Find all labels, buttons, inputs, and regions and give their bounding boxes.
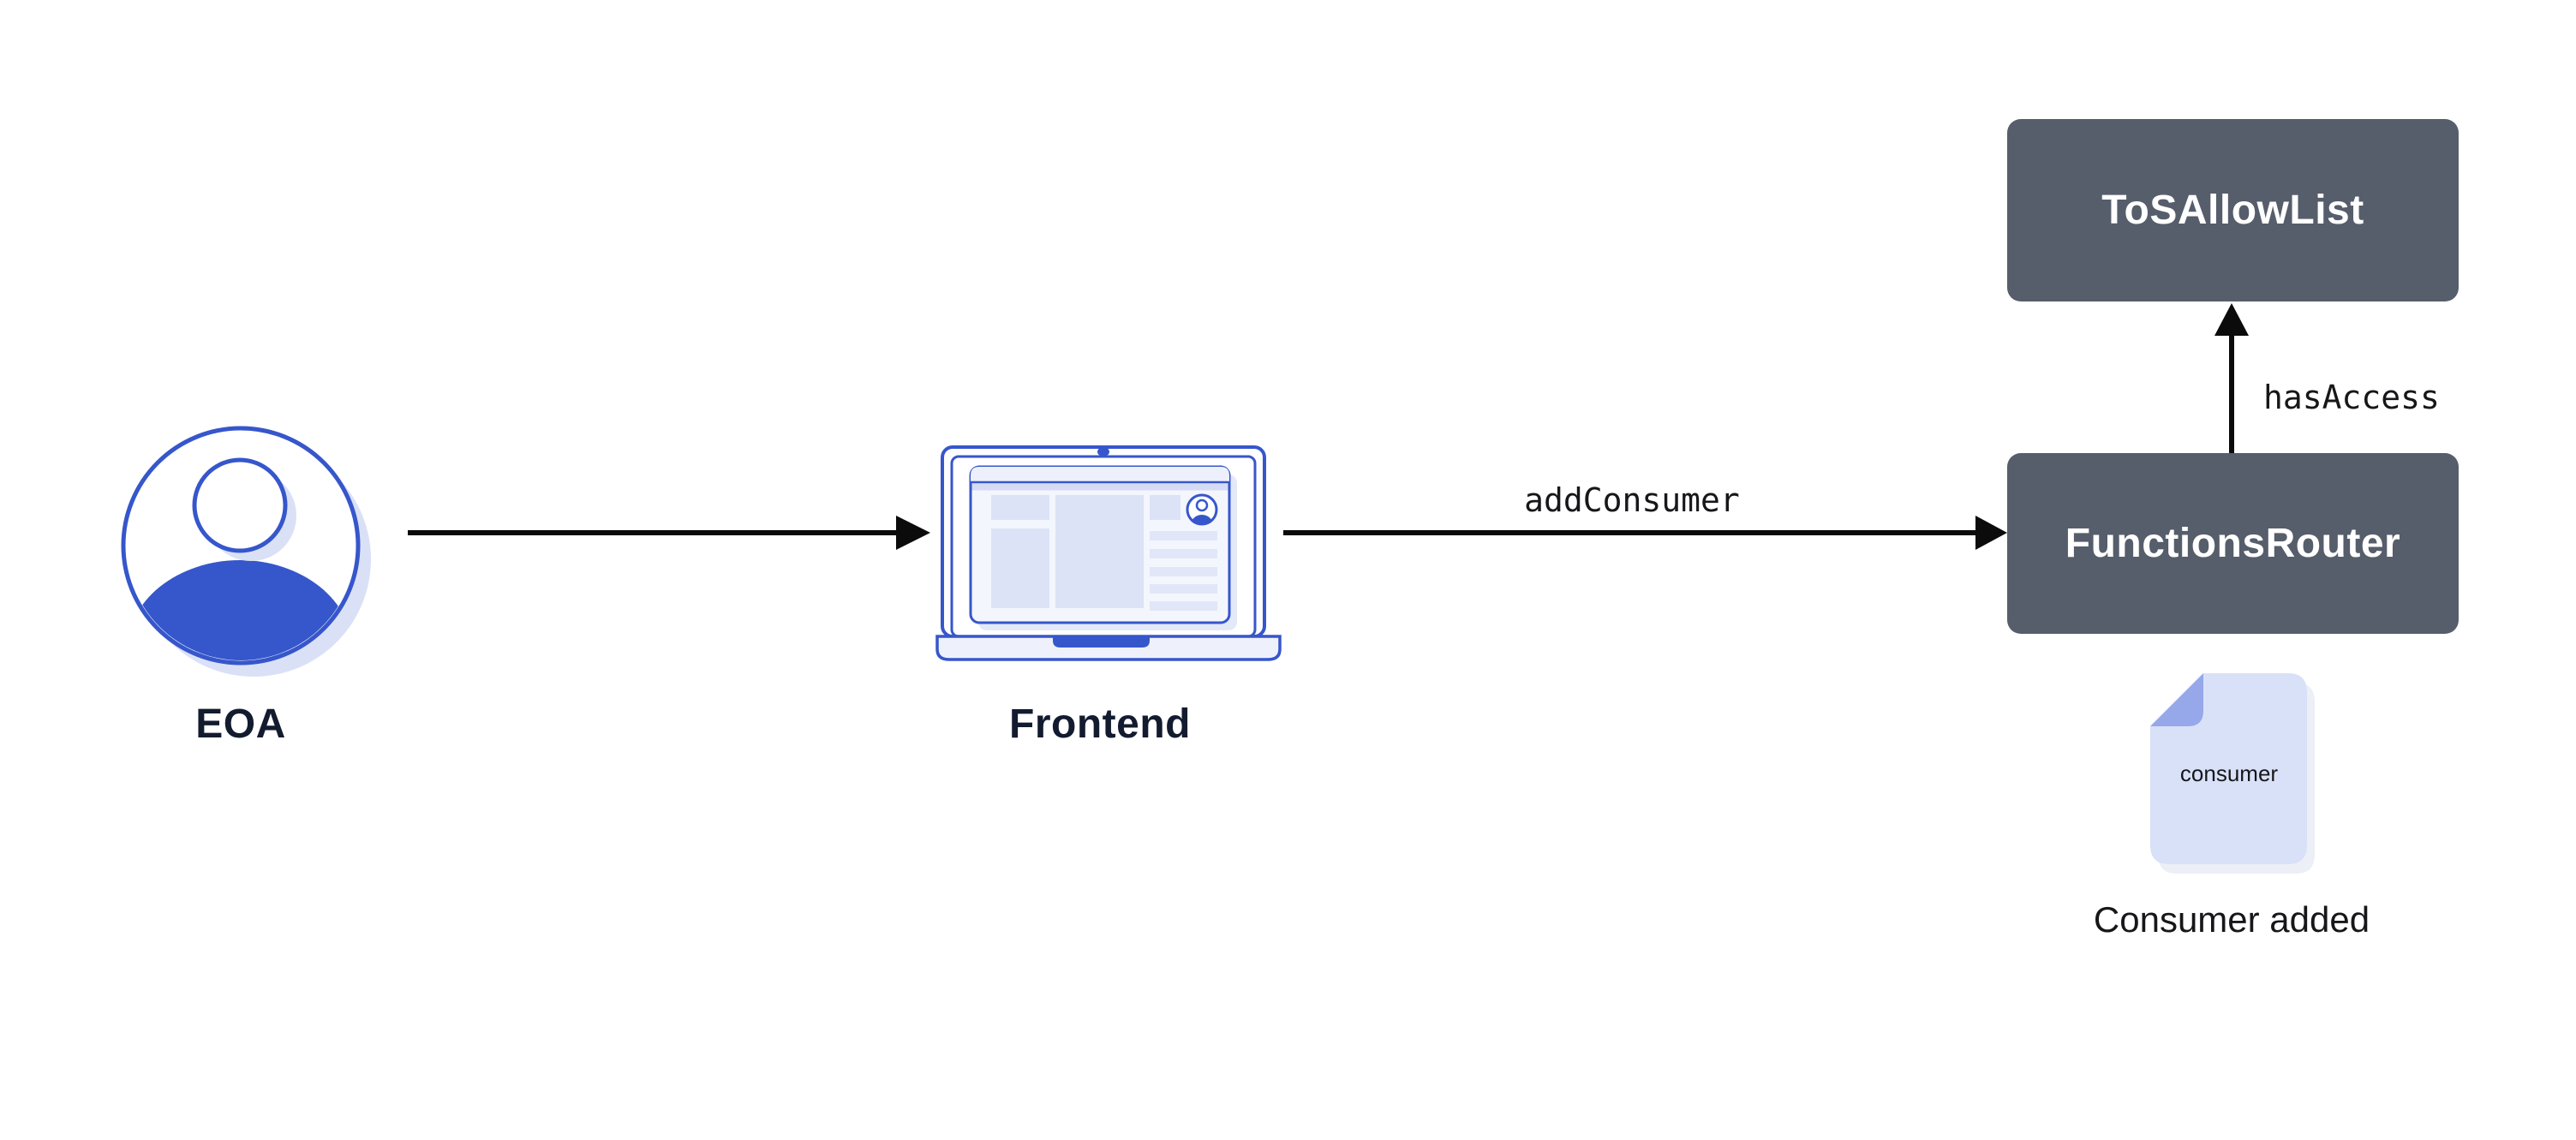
- arrowhead-up: [2214, 303, 2249, 336]
- functions-router-label: FunctionsRouter: [2065, 521, 2401, 566]
- document-icon: [2150, 673, 2315, 874]
- arrow-eoa-to-frontend: [408, 516, 930, 550]
- user-icon-head: [192, 457, 288, 553]
- user-icon: [121, 426, 371, 677]
- arrowhead-right: [1975, 516, 2007, 550]
- content-line: [1150, 549, 1217, 558]
- document-fold: [2150, 673, 2203, 726]
- browser-toolbar-strip: [971, 483, 1228, 491]
- content-block: [1055, 495, 1144, 608]
- browser-header: [971, 467, 1229, 482]
- functions-router-box: FunctionsRouter: [2007, 453, 2459, 634]
- tos-allow-list-label: ToSAllowList: [2101, 188, 2364, 233]
- content-line: [1150, 567, 1217, 576]
- content-line: [1150, 584, 1217, 594]
- content-block: [991, 528, 1049, 608]
- user-icon-body: [127, 560, 353, 660]
- consumer-added-caption: Consumer added: [2093, 899, 2370, 940]
- arrowhead-right: [896, 516, 930, 550]
- laptop-base: [935, 635, 1282, 661]
- frontend-label: Frontend: [1009, 701, 1191, 747]
- content-line: [1150, 531, 1217, 540]
- laptop-notch: [1053, 636, 1150, 648]
- edge-label-hasaccess: hasAccess: [2263, 379, 2440, 416]
- eoa-label: EOA: [195, 701, 286, 747]
- arrow-frontend-to-router: [1283, 516, 2007, 550]
- arrow-router-to-allowlist: [2214, 303, 2249, 454]
- document-label: consumer: [2179, 761, 2279, 786]
- content-block: [991, 495, 1049, 520]
- content-line: [1150, 601, 1217, 611]
- content-block: [1150, 495, 1180, 520]
- tos-allow-list-box: ToSAllowList: [2007, 119, 2459, 301]
- edge-label-addconsumer: addConsumer: [1524, 481, 1740, 519]
- laptop-icon: [935, 445, 1282, 661]
- laptop-camera-dot: [1097, 448, 1109, 456]
